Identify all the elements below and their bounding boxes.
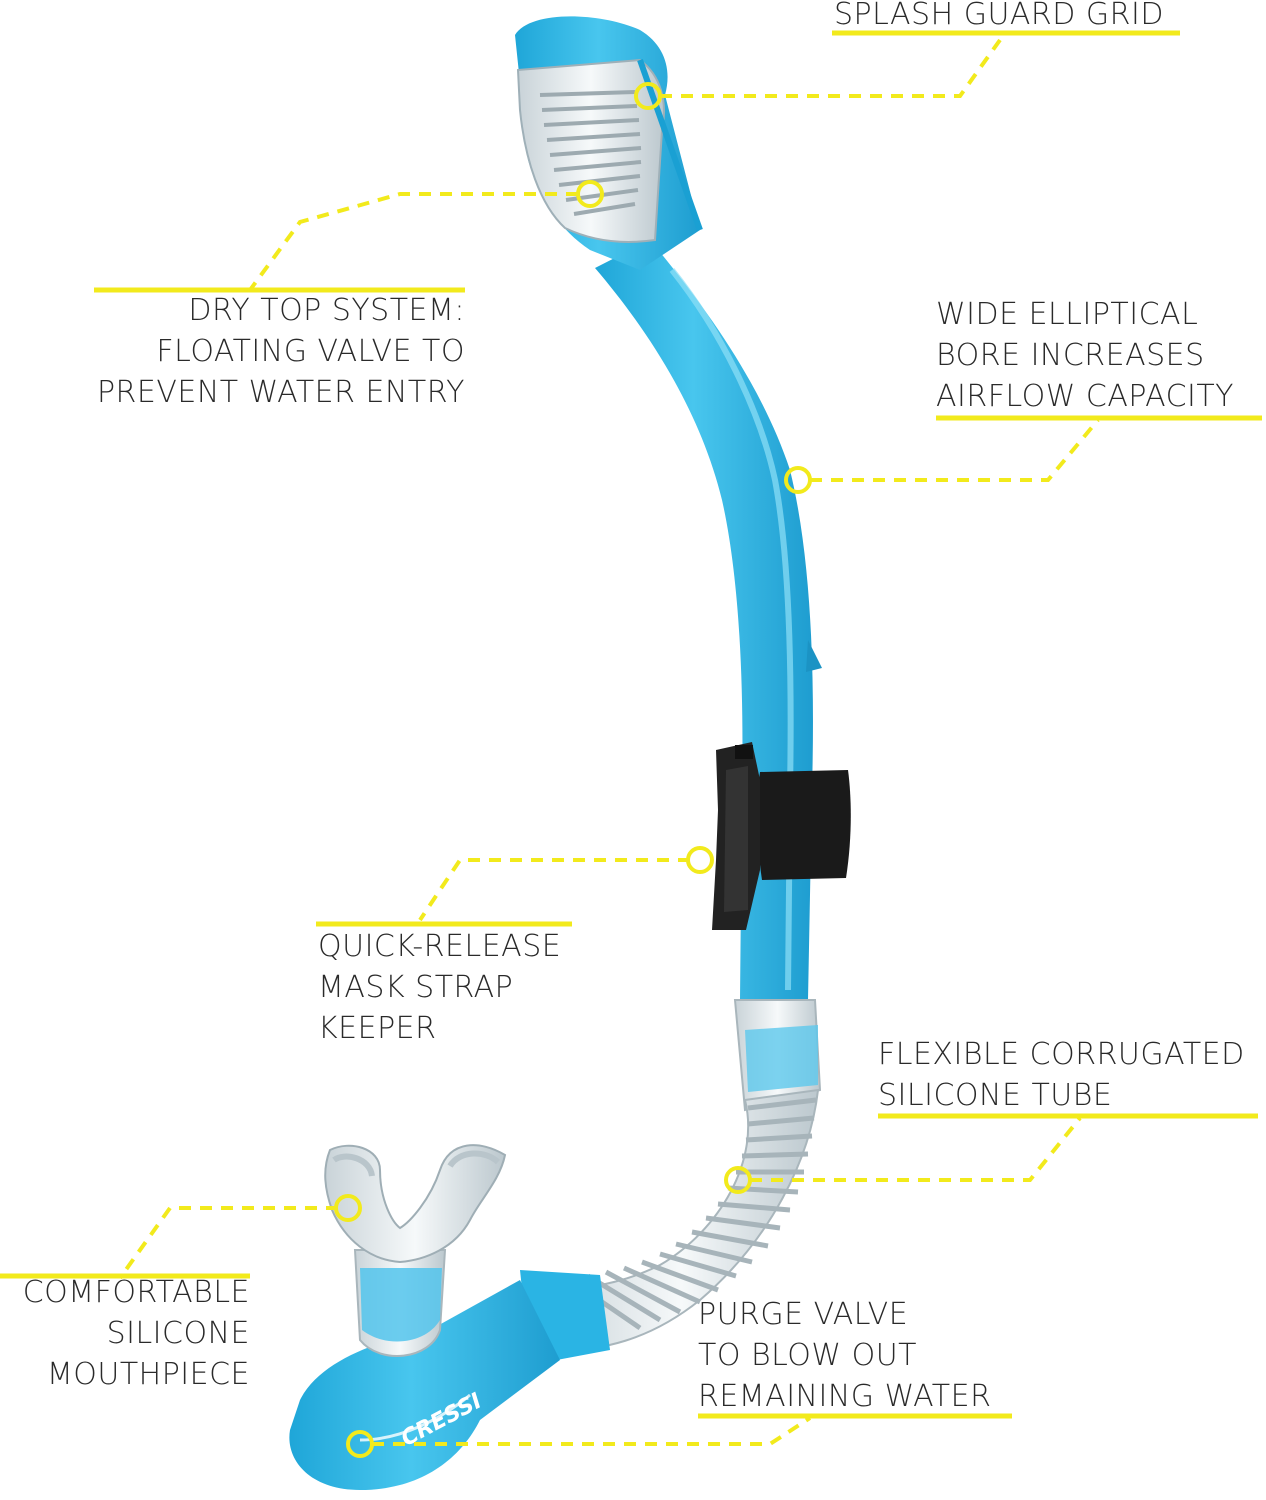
marker-splash-guard: [634, 82, 662, 110]
callout-line: PURGE VALVE: [698, 1297, 909, 1332]
callout-splash-guard: SPLASH GUARD GRID: [834, 0, 1164, 35]
callout-line: DRY TOP SYSTEM:: [188, 293, 465, 328]
marker-purge: [346, 1430, 374, 1458]
callout-line: AIRFLOW CAPACITY: [936, 379, 1235, 414]
callout-leaders: [118, 38, 1100, 1446]
callout-underlines: [0, 30, 1262, 1419]
callout-dry-top: DRY TOP SYSTEM: FLOATING VALVE TO PREVEN…: [80, 290, 465, 413]
callout-line: SILICONE: [106, 1316, 250, 1351]
marker-bore: [784, 466, 812, 494]
marker-corrugated: [724, 1166, 752, 1194]
callout-purge: PURGE VALVE TO BLOW OUT REMAINING WATER: [698, 1294, 991, 1417]
marker-dry-top: [576, 180, 604, 208]
marker-mouthpiece: [334, 1194, 362, 1222]
callout-line: MASK STRAP: [318, 970, 514, 1005]
callout-corrugated: FLEXIBLE CORRUGATED SILICONE TUBE: [878, 1034, 1245, 1116]
callout-line: WIDE ELLIPTICAL: [936, 297, 1199, 332]
callout-strap-keeper: QUICK-RELEASE MASK STRAP KEEPER: [318, 926, 561, 1049]
callout-line: FLOATING VALVE TO: [156, 334, 465, 369]
callout-line: QUICK-RELEASE: [318, 929, 562, 964]
marker-strap-keeper: [686, 846, 714, 874]
callout-line: MOUTHPIECE: [46, 1357, 250, 1392]
callout-bore: WIDE ELLIPTICAL BORE INCREASES AIRFLOW C…: [936, 294, 1234, 417]
callout-line: TO BLOW OUT: [698, 1338, 917, 1373]
purge-valve-body: CRESSI: [289, 1270, 610, 1490]
callout-line: BORE INCREASES: [936, 338, 1205, 373]
dry-top-housing: [515, 16, 703, 271]
callout-line: SILICONE TUBE: [878, 1078, 1113, 1113]
callout-line: REMAINING WATER: [698, 1379, 992, 1414]
mouthpiece: [324, 1144, 507, 1357]
callout-mouthpiece: COMFORTABLE SILICONE MOUTHPIECE: [0, 1272, 250, 1395]
snorkel-tube: [595, 240, 822, 1000]
mask-strap-keeper: [712, 742, 851, 930]
callout-line: SPLASH GUARD GRID: [834, 0, 1164, 32]
callout-line: COMFORTABLE: [22, 1275, 250, 1310]
splash-guard-grid: [539, 90, 642, 216]
callout-line: PREVENT WATER ENTRY: [96, 375, 465, 410]
callout-markers: [334, 82, 812, 1458]
corrugated-tube: [543, 999, 822, 1352]
callout-line: KEEPER: [318, 1011, 437, 1046]
callout-line: FLEXIBLE CORRUGATED: [878, 1037, 1245, 1072]
